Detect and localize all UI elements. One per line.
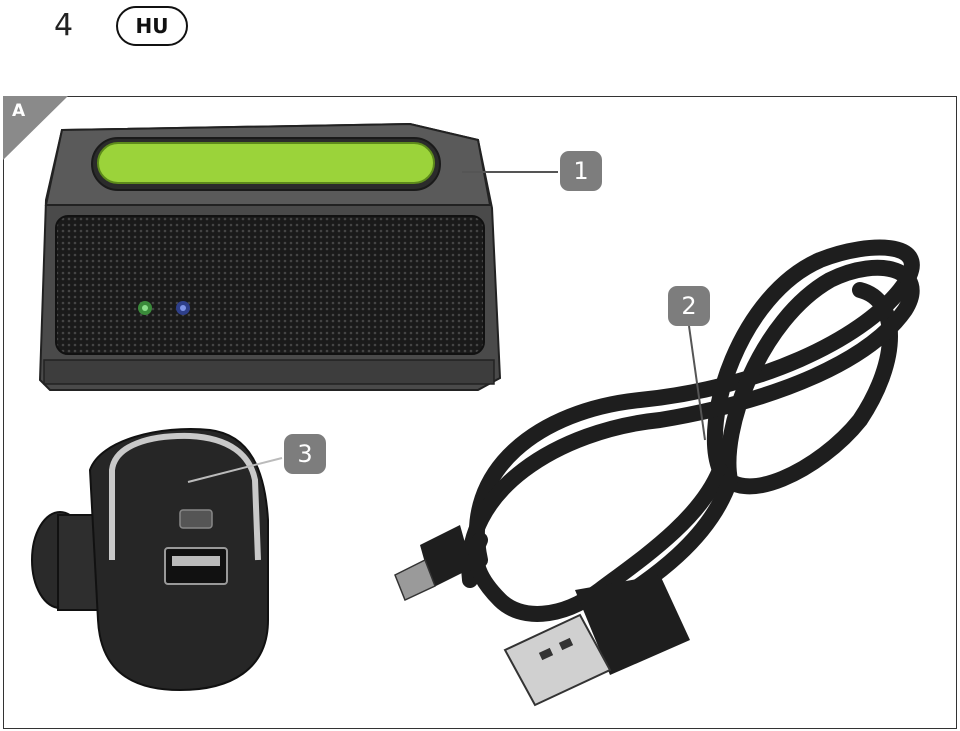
figure-frame (3, 96, 957, 729)
speaker-green-panel (97, 142, 435, 184)
callout-3: 3 (284, 434, 326, 474)
usb-cable-illustration (461, 239, 920, 622)
figure-corner-tab (3, 96, 68, 160)
callout-2-leader (688, 325, 706, 441)
speaker-illustration (38, 122, 502, 391)
usb-a-connector (503, 575, 690, 707)
page-number: 4 (54, 8, 74, 43)
callout-1: 1 (560, 151, 602, 191)
figure-label: A (12, 101, 26, 121)
language-badge: HU (116, 6, 188, 46)
car-charger-illustration (31, 428, 269, 692)
callout-2: 2 (668, 286, 710, 326)
micro-usb-connector (394, 525, 472, 602)
callout-3-leader (187, 457, 283, 483)
speaker-grill (55, 215, 485, 355)
